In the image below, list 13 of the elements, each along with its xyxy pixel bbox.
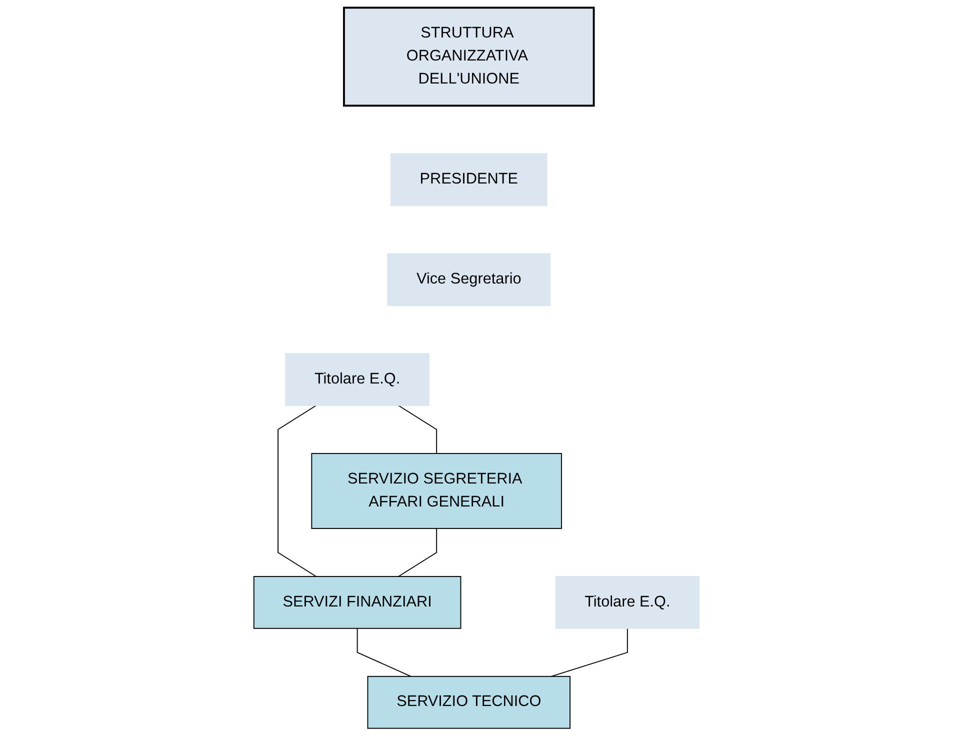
node-box: Vice Segretario — [387, 253, 551, 306]
node-box: SERVIZIO TECNICO — [367, 676, 571, 729]
node-box: SERVIZI FINANZIARI — [253, 576, 462, 629]
node-box: PRESIDENTE — [390, 153, 548, 206]
node-box: STRUTTURA ORGANIZZATIVA DELL'UNIONE — [343, 6, 595, 107]
connector — [356, 628, 412, 677]
connector — [278, 405, 317, 577]
node-box: Titolare E.Q. — [555, 576, 700, 629]
connector — [398, 405, 438, 454]
connector — [398, 528, 438, 577]
connector — [550, 628, 628, 677]
node-box: Titolare E.Q. — [285, 353, 430, 406]
node-box: SERVIZIO SEGRETERIA AFFARI GENERALI — [311, 453, 562, 529]
